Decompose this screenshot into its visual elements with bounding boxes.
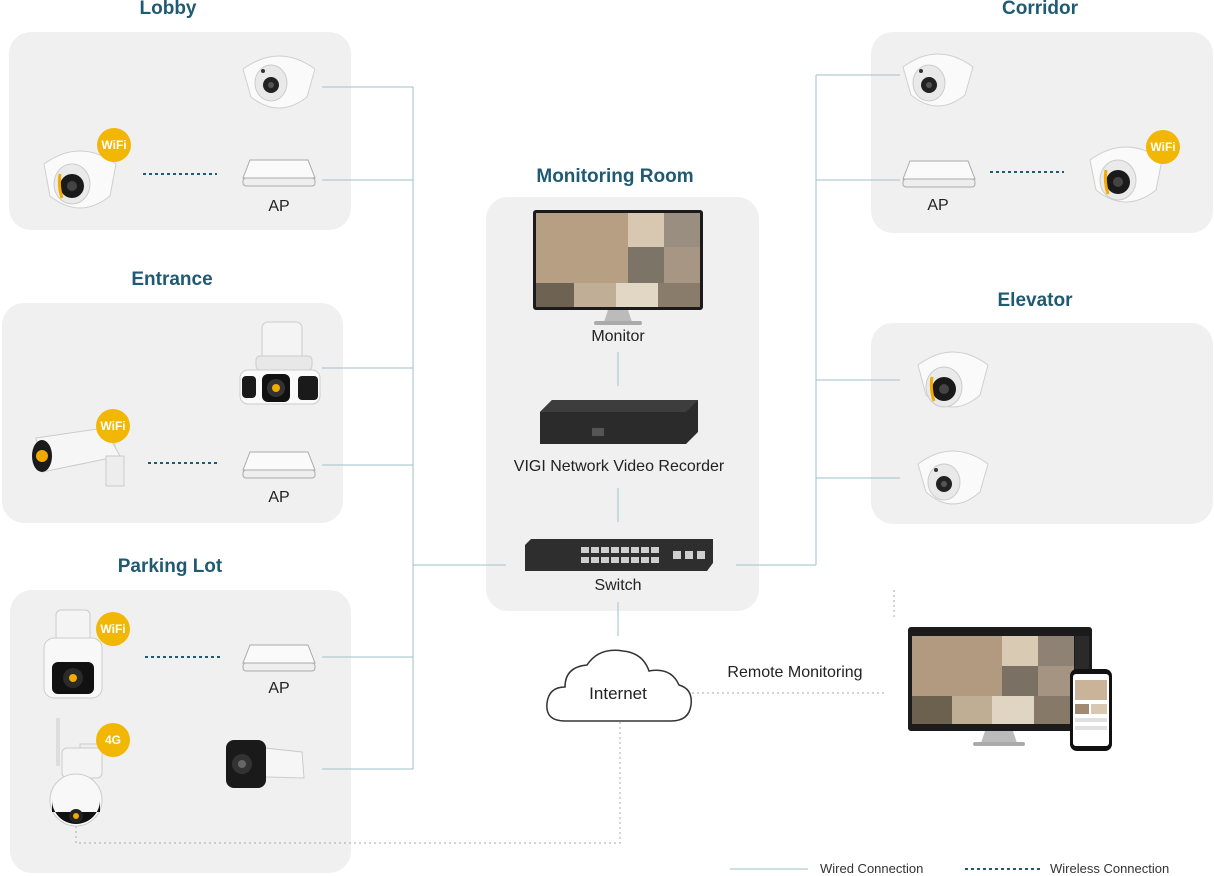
- switch-label: Switch: [594, 577, 642, 594]
- turret-camera-wifi-icon: [1089, 146, 1163, 203]
- turret-camera-wifi-icon: [43, 150, 117, 209]
- entrance-ap-label: AP: [268, 489, 290, 506]
- lobby-ap-label: AP: [268, 198, 290, 215]
- corridor-title: Corridor: [1002, 0, 1078, 19]
- wifi-badge: WiFi: [1146, 130, 1180, 164]
- turret-camera-icon: [242, 55, 316, 109]
- access-point-icon: [242, 644, 316, 672]
- corridor-ap-label: AP: [927, 197, 949, 214]
- legend-wired-label: Wired Connection: [820, 861, 924, 876]
- turret-camera-icon: [902, 53, 974, 107]
- nvr-label: VIGI Network Video Recorder: [513, 458, 725, 475]
- internet-label: Internet: [589, 684, 647, 703]
- turret-camera-icon: [917, 351, 989, 408]
- 4g-badge: 4G: [96, 723, 130, 757]
- monitor-icon: [533, 210, 703, 325]
- wifi-badge: WiFi: [96, 612, 130, 646]
- parking-title: Parking Lot: [117, 556, 223, 577]
- lobby-title: Lobby: [139, 0, 197, 19]
- ptz-camera-4g-icon: [49, 718, 103, 827]
- wifi-badge: WiFi: [96, 409, 130, 443]
- monitoring-title: Monitoring Room: [536, 166, 694, 187]
- legend-wireless-label: Wireless Connection: [1050, 861, 1170, 876]
- smartphone-icon: [1070, 669, 1112, 751]
- parking-ap-label: AP: [268, 680, 290, 697]
- elevator-title: Elevator: [997, 290, 1073, 311]
- wifi-badge: WiFi: [97, 128, 131, 162]
- cloud-icon: [546, 649, 692, 722]
- pan-tilt-camera-icon: [239, 321, 321, 405]
- turret-camera-icon: [917, 450, 989, 505]
- monitor-label: Monitor: [591, 328, 645, 345]
- bullet-camera-icon: [226, 740, 305, 788]
- remote-monitor-icon: [908, 627, 1092, 746]
- access-point-icon: [242, 159, 316, 187]
- access-point-icon: [902, 160, 976, 188]
- nvr-icon: [540, 400, 698, 444]
- access-point-icon: [242, 451, 316, 479]
- bullet-camera-wifi-icon: [32, 414, 125, 487]
- entrance-title: Entrance: [131, 269, 213, 290]
- switch-icon: [525, 539, 713, 571]
- remote-monitoring-label: Remote Monitoring: [727, 664, 863, 681]
- ptz-camera-wifi-icon: [43, 609, 103, 699]
